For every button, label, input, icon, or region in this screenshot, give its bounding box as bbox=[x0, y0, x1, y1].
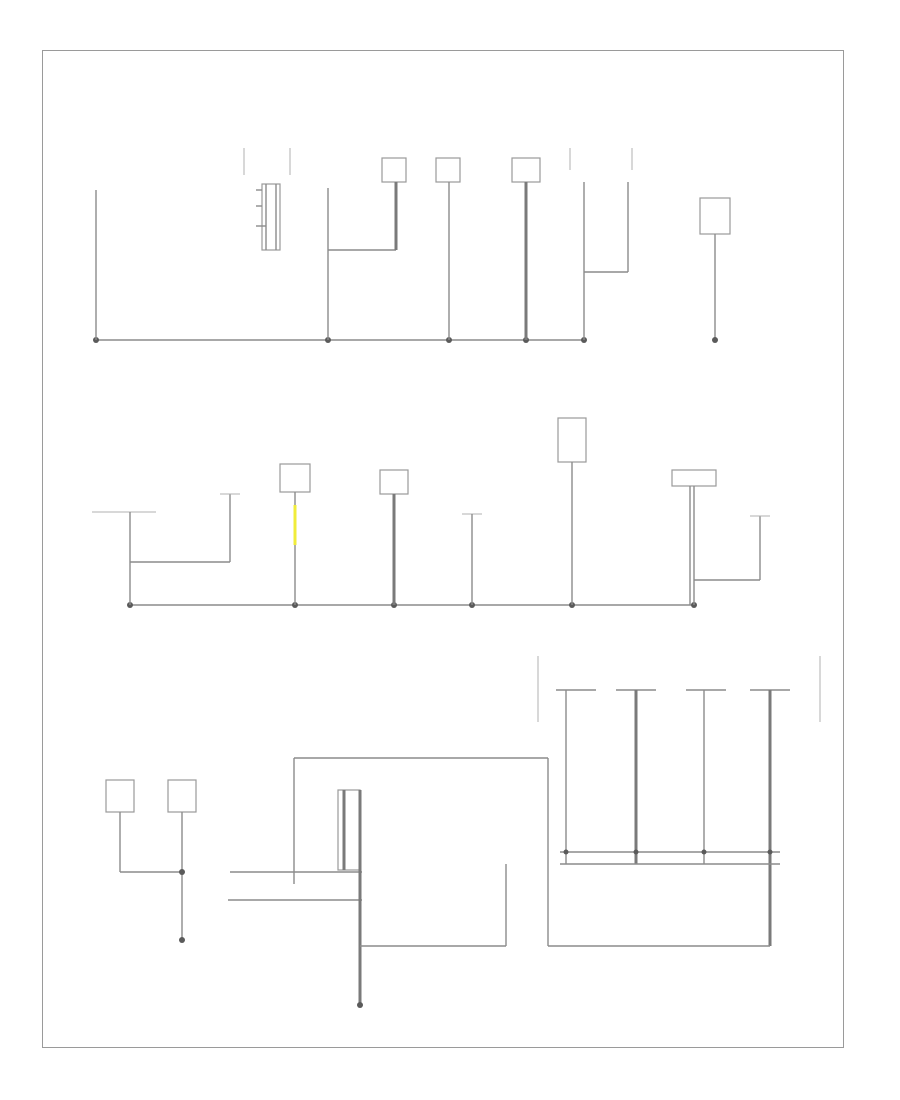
top-wire-6 bbox=[569, 148, 633, 340]
bottom-right-group bbox=[537, 656, 821, 947]
mid-wire-7 bbox=[671, 469, 770, 605]
mid-wire-1 bbox=[92, 493, 240, 605]
mid-wire-3 bbox=[279, 463, 311, 605]
bottom-center-group bbox=[228, 757, 549, 1008]
top-ground-bus bbox=[93, 337, 587, 343]
top-wire-2 bbox=[327, 157, 407, 340]
top-wire-right bbox=[699, 197, 731, 343]
mid-wire-6 bbox=[557, 417, 587, 605]
mid-ground-bus bbox=[127, 602, 697, 608]
bottom-left-group bbox=[105, 779, 197, 943]
mid-wire-4 bbox=[379, 469, 409, 605]
top-wire-4 bbox=[435, 157, 461, 340]
diagram-frame bbox=[42, 50, 844, 1048]
top-wire-5 bbox=[511, 157, 541, 340]
mid-wire-5 bbox=[462, 513, 482, 605]
top-relay bbox=[243, 148, 291, 251]
